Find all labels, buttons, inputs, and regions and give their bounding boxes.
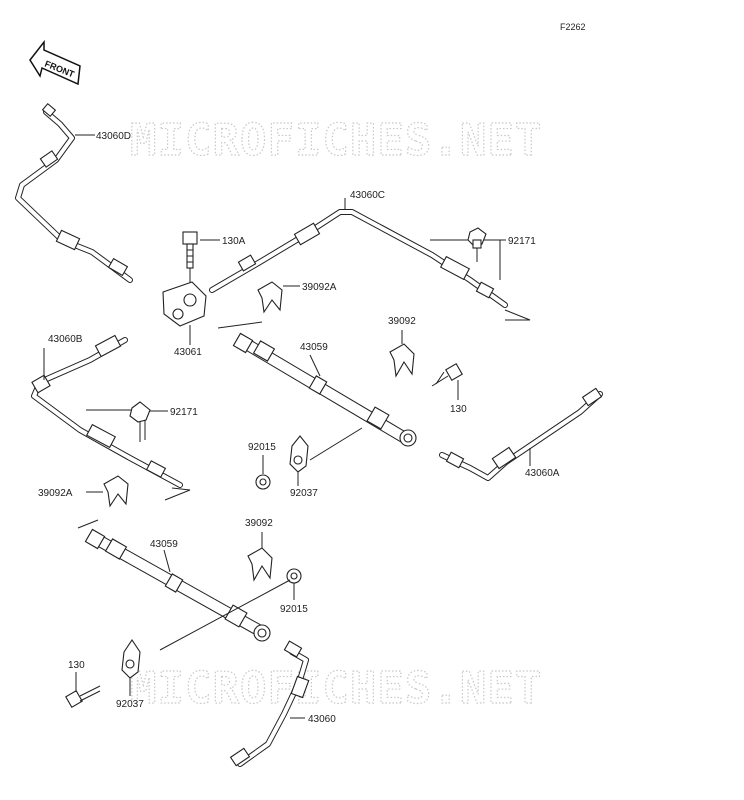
callout-130-bot: 130 bbox=[68, 660, 85, 671]
nut-92015-bot[interactable] bbox=[286, 568, 302, 584]
clip-39092-top[interactable] bbox=[389, 343, 415, 378]
watermark-bottom: MICROFICHES.NET bbox=[130, 663, 542, 714]
clip-92171-mid[interactable] bbox=[129, 401, 151, 442]
brake-pipe-43060[interactable] bbox=[229, 640, 310, 767]
brake-pipe-43060A[interactable] bbox=[439, 387, 603, 481]
brake-hose-43059-bot[interactable] bbox=[84, 528, 271, 642]
callout-92015-bot: 92015 bbox=[280, 604, 308, 615]
reference-lines-43060B bbox=[86, 409, 191, 501]
brake-hose-43059-top[interactable] bbox=[232, 332, 417, 447]
leader-43059-top bbox=[309, 354, 321, 377]
callout-43059-top: 43059 bbox=[300, 342, 328, 353]
callout-43060: 43060 bbox=[308, 714, 336, 725]
bolt-130-top[interactable] bbox=[431, 363, 463, 387]
callout-43060A: 43060A bbox=[525, 468, 560, 479]
clip-39092-bot[interactable] bbox=[247, 547, 273, 582]
bolt-130-bot[interactable] bbox=[65, 685, 101, 708]
callout-92037-bot: 92037 bbox=[116, 699, 144, 710]
reference-line-clamp-top bbox=[309, 427, 363, 461]
callout-43059-bot: 43059 bbox=[150, 539, 178, 550]
junction-block-43061[interactable] bbox=[162, 281, 207, 327]
callout-43060B: 43060B bbox=[48, 334, 83, 345]
reference-lines-43060C bbox=[430, 239, 531, 321]
brake-pipe-43060B[interactable] bbox=[31, 334, 183, 488]
callout-130-top: 130 bbox=[450, 404, 467, 415]
callout-39092A-top: 39092A bbox=[302, 282, 337, 293]
callout-43060C: 43060C bbox=[350, 190, 385, 201]
clamp-92037-top[interactable] bbox=[289, 435, 309, 473]
brake-pipe-43060C[interactable] bbox=[209, 209, 508, 308]
clip-39092A-top[interactable] bbox=[257, 281, 283, 314]
callout-39092A-bot: 39092A bbox=[38, 488, 73, 499]
callout-39092-top: 39092 bbox=[388, 316, 416, 327]
front-arrow-icon: FRONT bbox=[29, 39, 81, 86]
reference-line-hose-bot bbox=[77, 519, 99, 529]
reference-line-nut-bot bbox=[159, 579, 291, 651]
watermark-top: MICROFICHES.NET bbox=[130, 115, 542, 166]
callout-92171-top: 92171 bbox=[508, 236, 536, 247]
callout-43060D: 43060D bbox=[96, 131, 131, 142]
bolt-130A[interactable] bbox=[182, 231, 198, 290]
callout-43061: 43061 bbox=[174, 347, 202, 358]
reference-line-hose-top bbox=[217, 321, 263, 329]
callout-92015-top: 92015 bbox=[248, 442, 276, 453]
callout-92037-top: 92037 bbox=[290, 488, 318, 499]
callout-92171-mid: 92171 bbox=[170, 407, 198, 418]
callout-130A: 130A bbox=[222, 236, 246, 247]
leader-43059-bot bbox=[163, 549, 171, 573]
nut-92015-top[interactable] bbox=[255, 474, 271, 490]
figure-code: F2262 bbox=[560, 22, 586, 32]
clamp-92037-bot[interactable] bbox=[121, 639, 141, 679]
clip-39092A-bot[interactable] bbox=[103, 475, 129, 508]
brake-pipe-43060D[interactable] bbox=[15, 102, 133, 283]
callout-39092-bot: 39092 bbox=[245, 518, 273, 529]
clip-92171-top[interactable] bbox=[467, 227, 487, 262]
